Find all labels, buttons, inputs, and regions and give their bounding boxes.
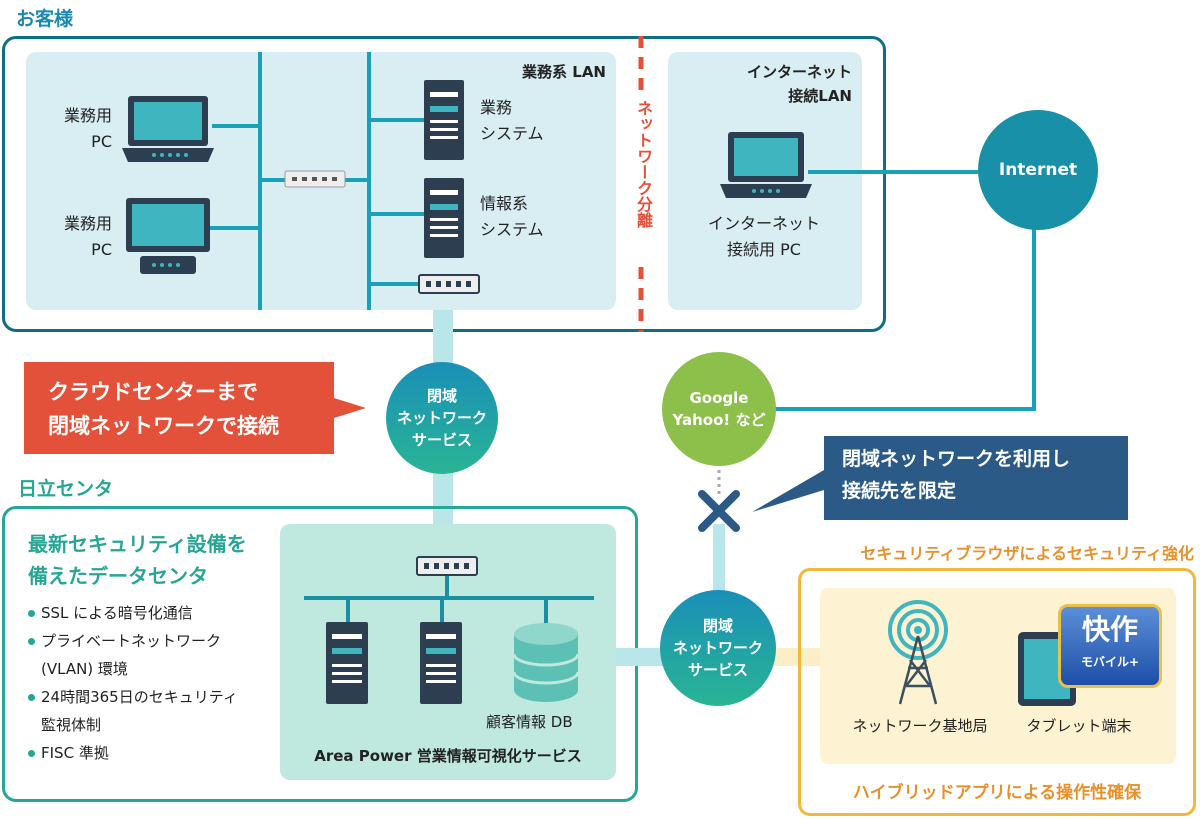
database-icon: [512, 623, 580, 702]
switch-hub-icon: [284, 170, 346, 188]
server2-label-1: 情報系: [480, 194, 529, 213]
internet-pc-label-1: インターネット: [707, 214, 820, 233]
network-separation-label: ネットワーク分離: [634, 100, 653, 228]
antenna-tower-icon: [888, 600, 948, 705]
hitachi-bullet-continued: (VLAN) 環境: [41, 660, 128, 678]
closed-net-top-line3: サービス: [411, 431, 472, 449]
google-yahoo-node: Google Yahoo! など: [662, 352, 776, 466]
desktop-pc-icon: [126, 198, 210, 274]
pc1-label-2: PC: [91, 132, 112, 151]
internet-label: Internet: [998, 160, 1078, 180]
google-line1: Google: [689, 389, 749, 407]
blocked-link: [698, 470, 740, 592]
google-line2: Yahoo! など: [672, 411, 766, 429]
customer-title: お客様: [16, 8, 74, 30]
internet-node: Internet: [978, 110, 1098, 230]
dc-backbone: [304, 596, 594, 600]
db-label: 顧客情報 DB: [486, 713, 573, 731]
closed-net-bottom-line2: ネットワーク: [672, 639, 763, 657]
closed-net-top-line1: 閉域: [426, 387, 457, 405]
closed-net-center-link: [433, 470, 453, 526]
hitachi-bullet: FISC 準拠: [28, 740, 109, 766]
server-icon: [420, 622, 462, 704]
tablet-label: タブレット端末: [1026, 717, 1132, 735]
internet-down-link: [1032, 226, 1036, 410]
callout-limit-line1: 閉域ネットワークを利用し: [842, 444, 1071, 474]
closed-net-mobile-link: [770, 648, 822, 666]
closed-network-top-node: 閉域 ネットワーク サービス: [386, 362, 498, 474]
internet-pc-label-2: 接続用 PC: [727, 240, 801, 259]
router-icon: [418, 274, 480, 294]
pc2-label-2: PC: [91, 240, 112, 259]
callout-limit-line2: 接続先を限定: [842, 476, 957, 506]
hitachi-title: 日立センタ: [18, 478, 114, 500]
router-icon: [416, 556, 478, 576]
internet-google-link: [770, 407, 1036, 411]
closed-net-bottom-line1: 閉域: [702, 617, 733, 635]
closed-network-bottom-node: 閉域 ネットワーク サービス: [660, 590, 776, 706]
kaisaku-logo: 快作 モバイル+: [1058, 604, 1162, 688]
server1-label-2: システム: [480, 124, 544, 143]
service-label: Area Power 営業情報可視化サービス: [314, 747, 582, 765]
hitachi-bullet: SSL による暗号化通信: [28, 600, 193, 626]
mobile-box: [798, 568, 1196, 816]
closed-net-top-line2: ネットワーク: [396, 409, 487, 427]
mobile-bottom-label: ハイブリッドアプリによる操作性確保: [852, 783, 1142, 803]
lan-link-router: [367, 282, 419, 286]
lan-link-pc2: [210, 226, 262, 230]
customer-closed-net-link: [433, 310, 453, 370]
internet-pc-link: [808, 170, 988, 174]
hitachi-bullet: プライベートネットワーク: [28, 628, 221, 654]
closed-net-bottom-line3: サービス: [687, 661, 748, 679]
lan-link-pc1: [212, 124, 262, 128]
laptop-icon: [122, 96, 214, 162]
server-icon: [424, 178, 464, 258]
hitachi-bullet-continued: 監視体制: [41, 716, 102, 734]
hitachi-bullet: 24時間365日のセキュリティ: [28, 684, 238, 710]
pc1-label-1: 業務用: [63, 106, 112, 125]
base-station-label: ネットワーク基地局: [852, 717, 988, 735]
callout-cloud-line1: クラウドセンターまで: [48, 376, 258, 408]
lan-link-server1: [367, 118, 427, 122]
internet-lan-label-1: インターネット: [746, 63, 852, 81]
server2-label-2: システム: [480, 220, 544, 239]
server-icon: [326, 622, 368, 704]
lan-link-server2: [367, 212, 427, 216]
business-lan-label: 業務系 LAN: [522, 63, 606, 81]
internet-lan-label-2: 接続LAN: [788, 87, 852, 105]
hitachi-heading-2: 備えたデータセンタ: [28, 564, 208, 588]
callout-cloud-line2: 閉域ネットワークで接続: [48, 410, 279, 442]
server-icon: [424, 80, 464, 160]
server1-label-1: 業務: [480, 98, 513, 117]
dc-closed-net-link: [616, 648, 666, 666]
mobile-top-label: セキュリティブラウザによるセキュリティ強化: [860, 544, 1194, 563]
laptop-icon: [720, 132, 812, 198]
pc2-label-1: 業務用: [63, 214, 112, 233]
hitachi-heading-1: 最新セキュリティ設備を: [28, 532, 247, 556]
